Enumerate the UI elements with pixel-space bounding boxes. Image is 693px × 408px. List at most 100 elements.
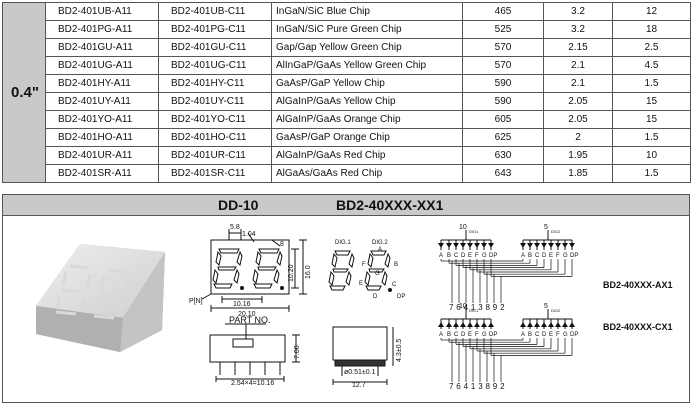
seg-d-label: D	[373, 294, 378, 300]
led-diode	[569, 243, 575, 248]
seg-b-label: B	[394, 262, 398, 268]
cathode-part-cell: BD2-401SR-C11	[158, 164, 272, 183]
anode-part-cell: BD2-401SR-A11	[45, 164, 159, 183]
led-diode	[488, 243, 494, 248]
segment-label: D	[542, 253, 547, 259]
segment-label: G	[482, 253, 487, 259]
segment-label: C	[535, 332, 540, 338]
photo-digit-1	[55, 264, 92, 316]
pin-number: 8	[486, 303, 491, 312]
led-diode	[474, 243, 480, 248]
pin-dim-labels: PART NO. 7.00 2.54×4=10.16	[229, 315, 301, 387]
segment-label: G	[563, 332, 568, 338]
pin-number: 3	[478, 382, 483, 391]
dim-width: 20.10	[238, 311, 256, 318]
dim-pin-diameter: ø0.51±0.1	[344, 369, 376, 376]
segment-label: F	[556, 253, 560, 259]
seg-e-label: E	[359, 281, 363, 287]
common-pin-1: 10	[459, 224, 467, 231]
led-diode	[527, 322, 533, 327]
photo-digit-2	[93, 268, 130, 320]
segment-label: E	[468, 332, 472, 338]
led-diode	[534, 322, 540, 327]
dim-digit-height: 10.20	[288, 264, 295, 282]
led-diode	[453, 243, 459, 248]
dig2-label: DIG.2	[372, 240, 388, 246]
side-dim-labels: ø0.51±0.1 12.7 4.3±0.5	[344, 339, 403, 389]
pin-number: 3	[478, 303, 483, 312]
segment-label: B	[447, 253, 451, 259]
side-view-drawing	[332, 326, 394, 385]
led-diode	[446, 322, 452, 327]
pin-number: 1	[471, 303, 476, 312]
led-diode	[467, 243, 473, 248]
segment-label: DP	[489, 332, 497, 338]
dim-dp: P[N]	[189, 298, 203, 305]
led-diode	[555, 322, 561, 327]
led-diode	[527, 243, 533, 248]
led-diode	[481, 243, 487, 248]
luminous-intensity-cell: 1.5	[612, 164, 691, 183]
pin-number: 1	[471, 382, 476, 391]
segment-label: F	[556, 332, 560, 338]
seg-a-label: A	[378, 247, 382, 253]
series-name: BD2-40XXX-XX1	[336, 197, 444, 213]
forward-voltage-cell: 1.85	[543, 164, 613, 183]
segment-label: D	[461, 253, 466, 259]
led-diode	[534, 243, 540, 248]
pin-outline-drawing	[209, 323, 300, 382]
led-diode	[541, 322, 547, 327]
segment-label: B	[447, 332, 451, 338]
segment-label: B	[528, 332, 532, 338]
segment-label: B	[528, 253, 532, 259]
segment-label: A	[439, 253, 443, 259]
common-pin-2: 5	[544, 224, 548, 231]
led-diode	[467, 322, 473, 327]
led-diode	[488, 322, 494, 327]
seg-f-label: F	[362, 262, 366, 268]
pin-number: 6	[456, 382, 461, 391]
pin-number: 4	[464, 382, 469, 391]
led-diode	[438, 243, 444, 248]
dig1-label: DIG.1	[335, 240, 351, 246]
segment-label: DP	[570, 253, 578, 259]
led-diode	[453, 322, 459, 327]
led-diode	[460, 322, 466, 327]
segment-label: DP	[489, 253, 497, 259]
chip-material-cell: AlGaAs/GaAs Red Chip	[271, 164, 463, 183]
part-no-label: PART NO.	[229, 315, 271, 325]
segment-label: D	[542, 332, 547, 338]
led-diode	[520, 322, 526, 327]
pin-number: 8	[486, 382, 491, 391]
dim-seg-width: 5.8	[230, 224, 240, 231]
led-diode	[481, 322, 487, 327]
segment-label: E	[549, 253, 553, 259]
segment-labels: DIG.1 DIG.2 A B C D E F G DP	[335, 240, 405, 300]
segment-label: A	[439, 332, 443, 338]
segment-label: F	[475, 332, 479, 338]
dig1-tag: DIG1	[469, 308, 479, 313]
segment-label: D	[461, 332, 466, 338]
dim-body-height: 7.00	[294, 345, 301, 359]
dim-seg-thickness: 1.04	[242, 231, 256, 238]
circuit-ax-name: BD2-40XXX-AX1	[603, 280, 673, 290]
led-diode	[438, 322, 444, 327]
common-pin-2: 5	[544, 303, 548, 310]
dig2-tag: DIG2	[551, 308, 561, 313]
led-diode	[548, 322, 554, 327]
dim-side-width: 12.7	[352, 382, 366, 389]
front-dim-labels: 5.8 1.04 8 10.20 16.0 10.16 20.10 P[N]	[189, 224, 312, 318]
segment-label: DP	[570, 332, 578, 338]
pin-number: 7	[449, 303, 454, 312]
series-banner: DD-10 BD2-40XXX-XX1	[2, 194, 690, 216]
segment-label: F	[475, 253, 479, 259]
pin-number: 4	[464, 303, 469, 312]
